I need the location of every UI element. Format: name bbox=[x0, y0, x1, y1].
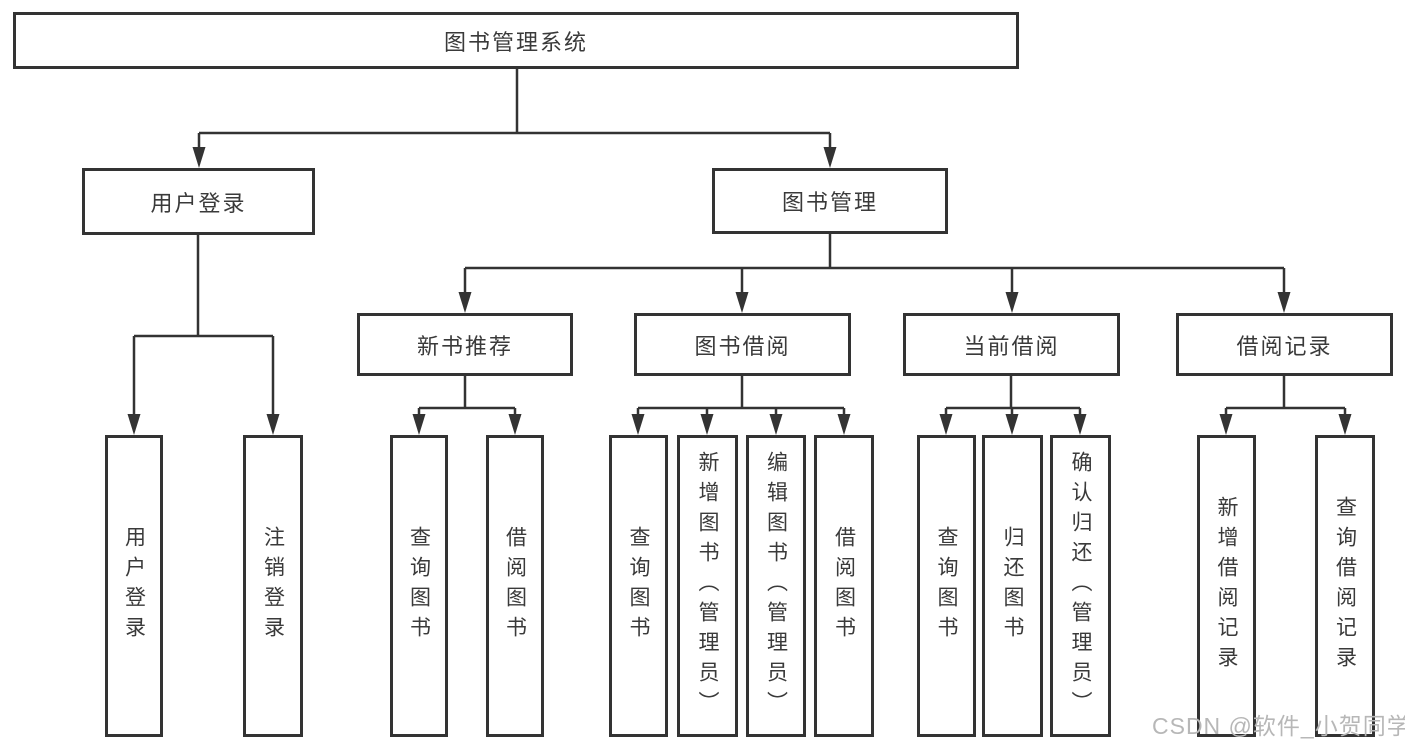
node-label: 查询借阅记录 bbox=[1333, 496, 1357, 676]
node-root: 图书管理系统 bbox=[13, 12, 1019, 69]
node-label: 用户登录 bbox=[122, 526, 146, 646]
node-book-borrowing: 图书借阅 bbox=[634, 313, 851, 376]
leaf-confirm-return-admin: 确认归还（管理员） bbox=[1050, 435, 1111, 737]
leaf-user-login: 用户登录 bbox=[105, 435, 163, 737]
node-label: 图书管理 bbox=[781, 190, 878, 215]
node-label: 新增图书（管理员） bbox=[696, 451, 719, 721]
node-label: 图书借阅 bbox=[694, 333, 791, 359]
node-label: 用户登录 bbox=[150, 190, 247, 216]
leaf-query-books-recommend: 查询图书 bbox=[390, 435, 448, 737]
node-label: 编辑图书（管理员） bbox=[764, 451, 788, 721]
node-label: 借阅图书 bbox=[503, 526, 527, 646]
csdn-watermark: CSDN @软件_小贺同学 bbox=[1152, 713, 1405, 739]
leaf-query-books-current: 查询图书 bbox=[917, 435, 976, 737]
node-user-login: 用户登录 bbox=[82, 168, 315, 235]
node-label: 查询图书 bbox=[627, 526, 650, 646]
node-label: 查询图书 bbox=[407, 526, 431, 646]
leaf-borrow-books-borrowing: 借阅图书 bbox=[814, 435, 874, 737]
node-label: 确认归还（管理员） bbox=[1069, 451, 1092, 721]
leaf-add-book-admin: 新增图书（管理员） bbox=[677, 435, 738, 737]
node-label: 查询图书 bbox=[935, 526, 958, 646]
leaf-return-books: 归还图书 bbox=[982, 435, 1043, 737]
leaf-logout-login: 注销登录 bbox=[243, 435, 303, 737]
leaf-query-books-borrowing: 查询图书 bbox=[609, 435, 668, 737]
node-label: 当前借阅 bbox=[963, 333, 1060, 359]
node-current-borrowing: 当前借阅 bbox=[903, 313, 1120, 376]
node-label: 新书推荐 bbox=[416, 333, 513, 359]
node-label: 借阅记录 bbox=[1236, 333, 1333, 359]
node-new-book-recommendation: 新书推荐 bbox=[357, 313, 573, 376]
node-label: 注销登录 bbox=[261, 526, 285, 646]
node-borrowing-records: 借阅记录 bbox=[1176, 313, 1393, 376]
leaf-query-borrow-record: 查询借阅记录 bbox=[1315, 435, 1375, 737]
node-label: 借阅图书 bbox=[832, 526, 856, 646]
node-label: 图书管理系统 bbox=[443, 29, 588, 55]
leaf-borrow-books-recommend: 借阅图书 bbox=[486, 435, 544, 737]
node-label: 归还图书 bbox=[1001, 526, 1024, 646]
node-book-management: 图书管理 bbox=[712, 168, 948, 234]
node-label: 新增借阅记录 bbox=[1215, 496, 1238, 676]
leaf-add-borrow-record: 新增借阅记录 bbox=[1197, 435, 1256, 737]
leaf-edit-book-admin: 编辑图书（管理员） bbox=[746, 435, 806, 737]
